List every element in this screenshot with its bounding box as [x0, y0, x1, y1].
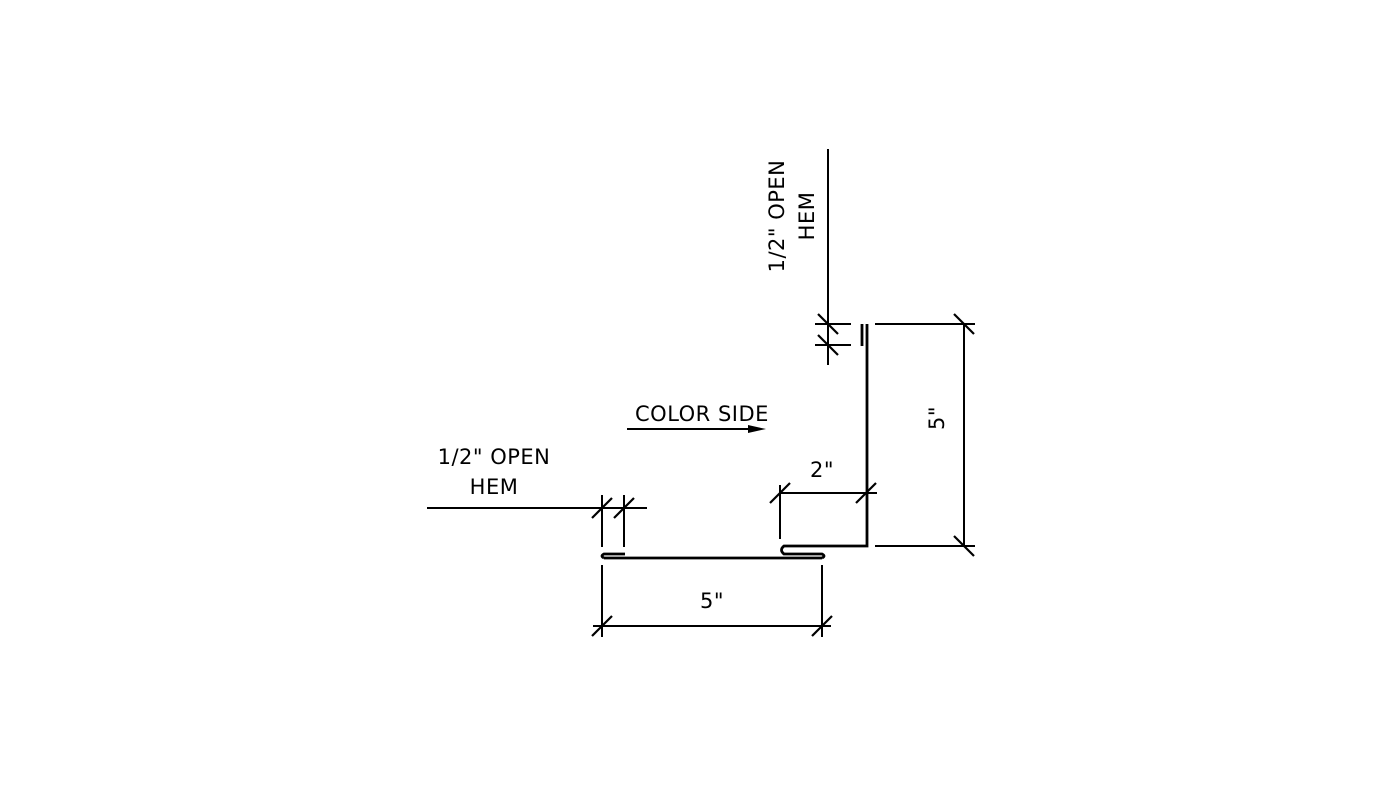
- dim-tick: [855, 482, 877, 504]
- bottom-dimension-label: 5": [700, 589, 724, 613]
- dim-tick: [591, 497, 613, 519]
- dim-tick: [769, 482, 791, 504]
- vertical-leg: [822, 324, 869, 548]
- left-hem-label-line1: 1/2" OPEN: [438, 445, 551, 469]
- left-open-hem: [600, 552, 625, 560]
- top-hem-dimension: [815, 149, 851, 365]
- bottom-return-hem: [780, 544, 826, 560]
- dim-tick: [817, 313, 839, 335]
- top-hem-label-line1: 1/2" OPEN: [765, 160, 789, 273]
- dim-tick: [817, 334, 839, 356]
- return-width-dimension: [769, 482, 877, 539]
- flashing-profile: [600, 324, 869, 560]
- dim-tick: [613, 497, 635, 519]
- left-hem-label-line2: HEM: [470, 475, 519, 499]
- vertical-dimension-label: 5": [925, 406, 949, 430]
- left-hem-dimension: [427, 495, 647, 547]
- top-hem-label-line2: HEM: [795, 192, 819, 241]
- vertical-height-dimension: [875, 313, 975, 557]
- arrowhead-icon: [748, 425, 766, 433]
- dim-tick: [953, 313, 975, 335]
- color-side-arrow: [627, 425, 766, 433]
- dim-tick: [953, 535, 975, 557]
- return-dimension-label: 2": [810, 458, 834, 482]
- dim-tick: [591, 615, 613, 637]
- bottom-width-dimension: [591, 565, 833, 637]
- dim-tick: [811, 615, 833, 637]
- color-side-label: COLOR SIDE: [635, 402, 769, 426]
